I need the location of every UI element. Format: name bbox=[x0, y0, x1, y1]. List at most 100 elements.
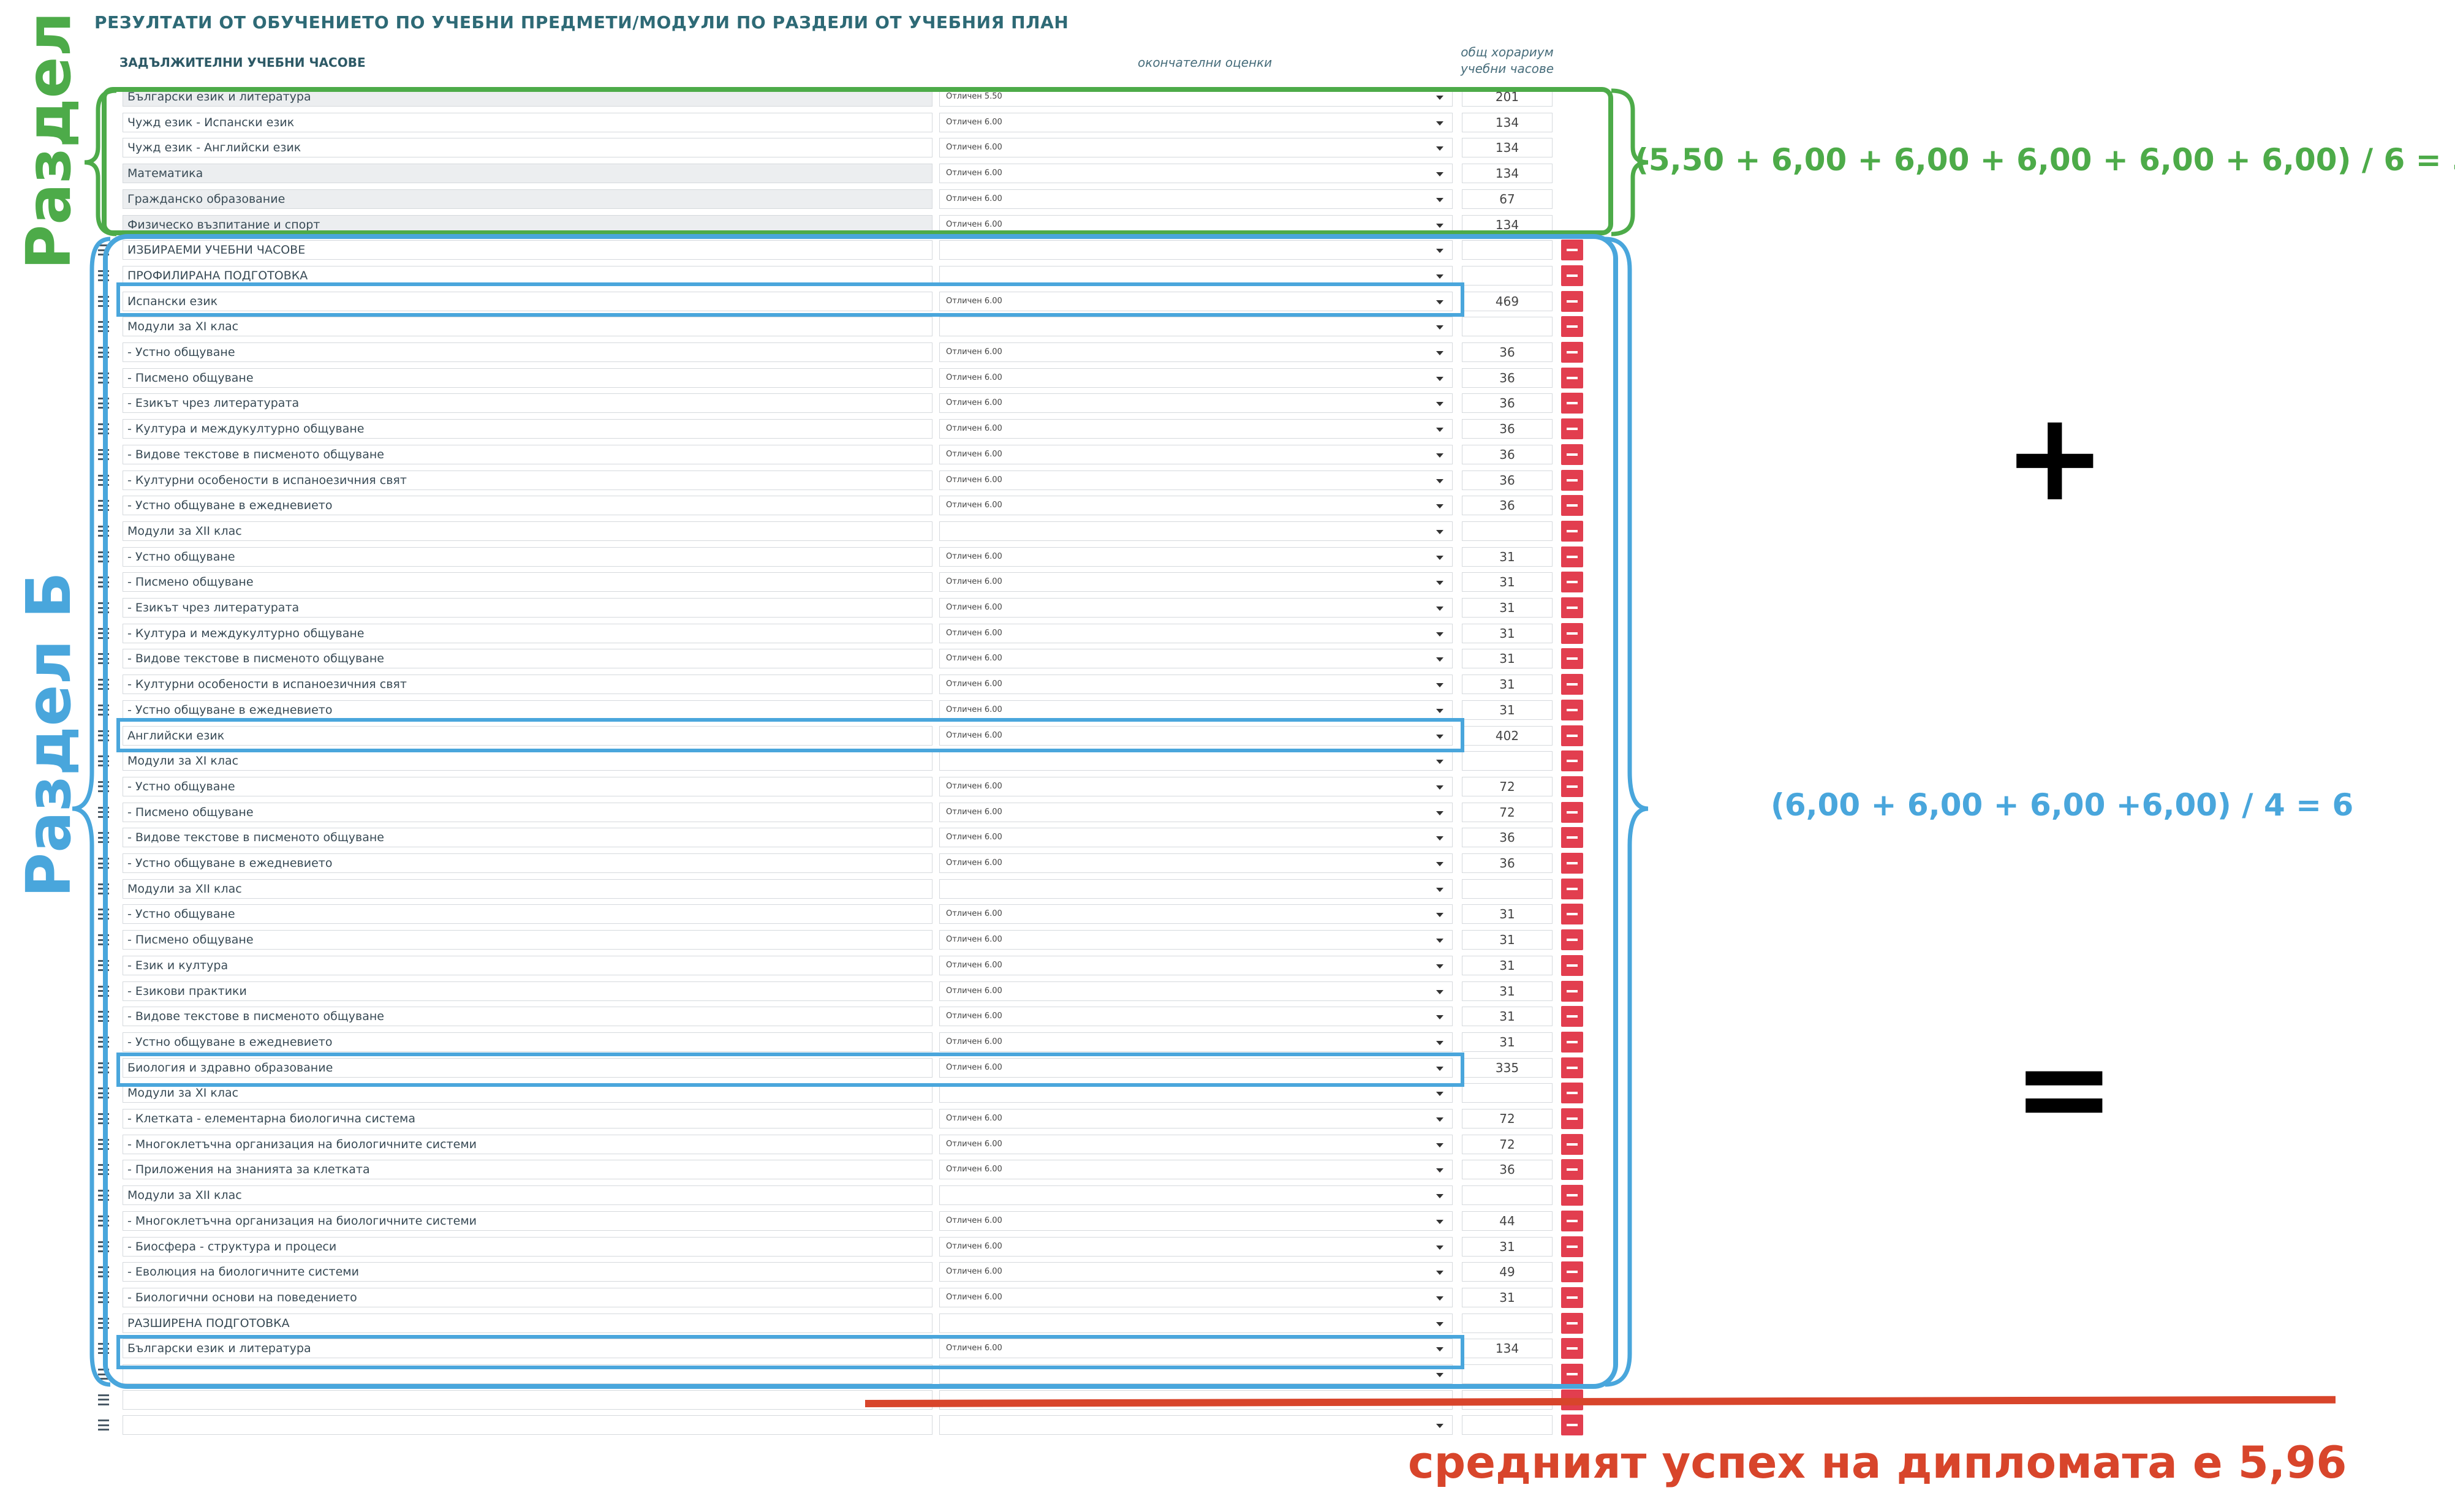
hours-field[interactable] bbox=[1462, 751, 1553, 771]
hours-field[interactable]: 335 bbox=[1462, 1057, 1553, 1078]
grade-select[interactable]: Отличен 6.00 bbox=[939, 725, 1453, 746]
remove-row-button[interactable] bbox=[1561, 1159, 1583, 1181]
hours-field[interactable] bbox=[1462, 1364, 1553, 1384]
remove-row-button[interactable] bbox=[1561, 546, 1583, 567]
remove-row-button[interactable] bbox=[1561, 597, 1583, 618]
hours-field[interactable] bbox=[1462, 317, 1553, 337]
subject-field[interactable]: - Културни особености в испаноезичния св… bbox=[123, 470, 932, 490]
subject-field[interactable]: - Видове текстове в писменото общуване bbox=[123, 1007, 932, 1027]
subject-field[interactable]: - Устно общуване в ежедневието bbox=[123, 1032, 932, 1052]
grade-select[interactable]: Отличен 6.00 bbox=[939, 623, 1453, 643]
hours-field[interactable]: 36 bbox=[1462, 444, 1553, 464]
grade-select[interactable]: Отличен 6.00 bbox=[939, 828, 1453, 848]
subject-field[interactable] bbox=[123, 1415, 932, 1435]
grade-select[interactable]: Отличен 6.00 bbox=[939, 393, 1453, 414]
remove-row-button[interactable] bbox=[1561, 674, 1583, 695]
remove-row-button[interactable] bbox=[1561, 367, 1583, 388]
subject-field[interactable]: - Приложения на знанията за клетката bbox=[123, 1160, 932, 1180]
remove-row-button[interactable] bbox=[1561, 878, 1583, 899]
subject-field[interactable]: Чужд език - Английски език bbox=[123, 138, 932, 158]
subject-field[interactable]: - Устно общуване bbox=[123, 904, 932, 924]
hours-field[interactable]: 469 bbox=[1462, 291, 1553, 311]
subject-field[interactable]: - Биосфера - структура и процеси bbox=[123, 1236, 932, 1257]
subject-field[interactable]: - Устно общуване bbox=[123, 342, 932, 362]
subject-field[interactable]: Английски език bbox=[123, 725, 932, 746]
remove-row-button[interactable] bbox=[1561, 418, 1583, 440]
grade-select[interactable] bbox=[939, 1185, 1453, 1206]
grade-select[interactable]: Отличен 6.00 bbox=[939, 1109, 1453, 1128]
hours-field[interactable]: 44 bbox=[1462, 1211, 1553, 1231]
hours-field[interactable]: 31 bbox=[1462, 675, 1553, 695]
subject-field[interactable]: - Многоклетъчна организация на биологичн… bbox=[123, 1211, 932, 1231]
subject-field[interactable]: - Езикът чрез литературата bbox=[123, 598, 932, 618]
grade-select[interactable]: Отличен 6.00 bbox=[939, 1262, 1453, 1282]
hours-field[interactable]: 36 bbox=[1462, 828, 1553, 848]
subject-field[interactable]: - Клетката - елементарна биологична сист… bbox=[123, 1109, 932, 1128]
hours-field[interactable]: 31 bbox=[1462, 1007, 1553, 1027]
grade-select[interactable]: Отличен 6.00 bbox=[939, 342, 1453, 362]
subject-field[interactable]: - Език и култура bbox=[123, 955, 932, 975]
hours-field[interactable] bbox=[1462, 1083, 1553, 1103]
remove-row-button[interactable] bbox=[1561, 801, 1583, 823]
subject-field[interactable]: Модули за XII клас bbox=[123, 879, 932, 899]
hours-field[interactable]: 36 bbox=[1462, 368, 1553, 388]
subject-field[interactable]: Модули за XII клас bbox=[123, 521, 932, 541]
grade-select[interactable]: Отличен 6.00 bbox=[939, 496, 1453, 516]
hours-field[interactable]: 31 bbox=[1462, 981, 1553, 1001]
hours-field[interactable]: 31 bbox=[1462, 1287, 1553, 1307]
grade-select[interactable]: Отличен 6.00 bbox=[939, 598, 1453, 618]
grade-select[interactable]: Отличен 6.00 bbox=[939, 419, 1453, 439]
hours-field[interactable]: 31 bbox=[1462, 930, 1553, 950]
subject-field[interactable]: - Устно общуване bbox=[123, 776, 932, 796]
remove-row-button[interactable] bbox=[1561, 1133, 1583, 1155]
hours-field[interactable]: 134 bbox=[1462, 164, 1553, 184]
hours-field[interactable]: 36 bbox=[1462, 853, 1553, 873]
grade-select[interactable]: Отличен 6.00 bbox=[939, 470, 1453, 490]
grade-select[interactable] bbox=[939, 879, 1453, 899]
remove-row-button[interactable] bbox=[1561, 1338, 1583, 1359]
hours-field[interactable]: 36 bbox=[1462, 342, 1553, 362]
hours-field[interactable] bbox=[1462, 240, 1553, 260]
subject-field[interactable]: Чужд език - Испански език bbox=[123, 112, 932, 132]
subject-field[interactable]: - Устно общуване bbox=[123, 546, 932, 567]
hours-field[interactable]: 49 bbox=[1462, 1262, 1553, 1282]
subject-field[interactable]: Математика bbox=[123, 164, 932, 184]
subject-field[interactable]: - Биологични основи на поведението bbox=[123, 1287, 932, 1307]
remove-row-button[interactable] bbox=[1561, 393, 1583, 414]
remove-row-button[interactable] bbox=[1561, 1287, 1583, 1308]
grade-select[interactable]: Отличен 6.00 bbox=[939, 675, 1453, 695]
grade-select[interactable]: Отличен 6.00 bbox=[939, 1007, 1453, 1027]
remove-row-button[interactable] bbox=[1561, 954, 1583, 976]
hours-field[interactable]: 31 bbox=[1462, 598, 1553, 618]
subject-field[interactable]: - Езикът чрез литературата bbox=[123, 393, 932, 414]
remove-row-button[interactable] bbox=[1561, 699, 1583, 720]
grade-select[interactable] bbox=[939, 1415, 1453, 1435]
remove-row-button[interactable] bbox=[1561, 290, 1583, 312]
subject-field[interactable]: Модули за XII клас bbox=[123, 1185, 932, 1206]
subject-field[interactable]: - Видове текстове в писменото общуване bbox=[123, 444, 932, 464]
subject-field[interactable]: - Писмено общуване bbox=[123, 930, 932, 950]
remove-row-button[interactable] bbox=[1561, 1108, 1583, 1129]
subject-field[interactable]: - Устно общуване в ежедневието bbox=[123, 700, 932, 720]
hours-field[interactable] bbox=[1462, 521, 1553, 541]
remove-row-button[interactable] bbox=[1561, 980, 1583, 1002]
hours-field[interactable]: 72 bbox=[1462, 776, 1553, 796]
hours-field[interactable]: 31 bbox=[1462, 546, 1553, 567]
hours-field[interactable] bbox=[1462, 265, 1553, 285]
remove-row-button[interactable] bbox=[1561, 1057, 1583, 1078]
subject-field[interactable]: РАЗШИРЕНА ПОДГОТОВКА bbox=[123, 1313, 932, 1333]
subject-field[interactable]: - Устно общуване в ежедневието bbox=[123, 853, 932, 873]
subject-field[interactable] bbox=[123, 1389, 932, 1410]
remove-row-button[interactable] bbox=[1561, 265, 1583, 286]
hours-field[interactable]: 31 bbox=[1462, 955, 1553, 975]
remove-row-button[interactable] bbox=[1561, 929, 1583, 951]
hours-field[interactable]: 72 bbox=[1462, 1134, 1553, 1154]
hours-field[interactable] bbox=[1462, 1415, 1553, 1435]
hours-field[interactable] bbox=[1462, 1185, 1553, 1206]
grade-select[interactable]: Отличен 6.00 bbox=[939, 164, 1453, 184]
hours-field[interactable]: 134 bbox=[1462, 138, 1553, 158]
hours-field[interactable]: 31 bbox=[1462, 623, 1553, 643]
hours-field[interactable]: 31 bbox=[1462, 1236, 1553, 1257]
grade-select[interactable] bbox=[939, 240, 1453, 260]
subject-field[interactable]: - Устно общуване в ежедневието bbox=[123, 496, 932, 516]
